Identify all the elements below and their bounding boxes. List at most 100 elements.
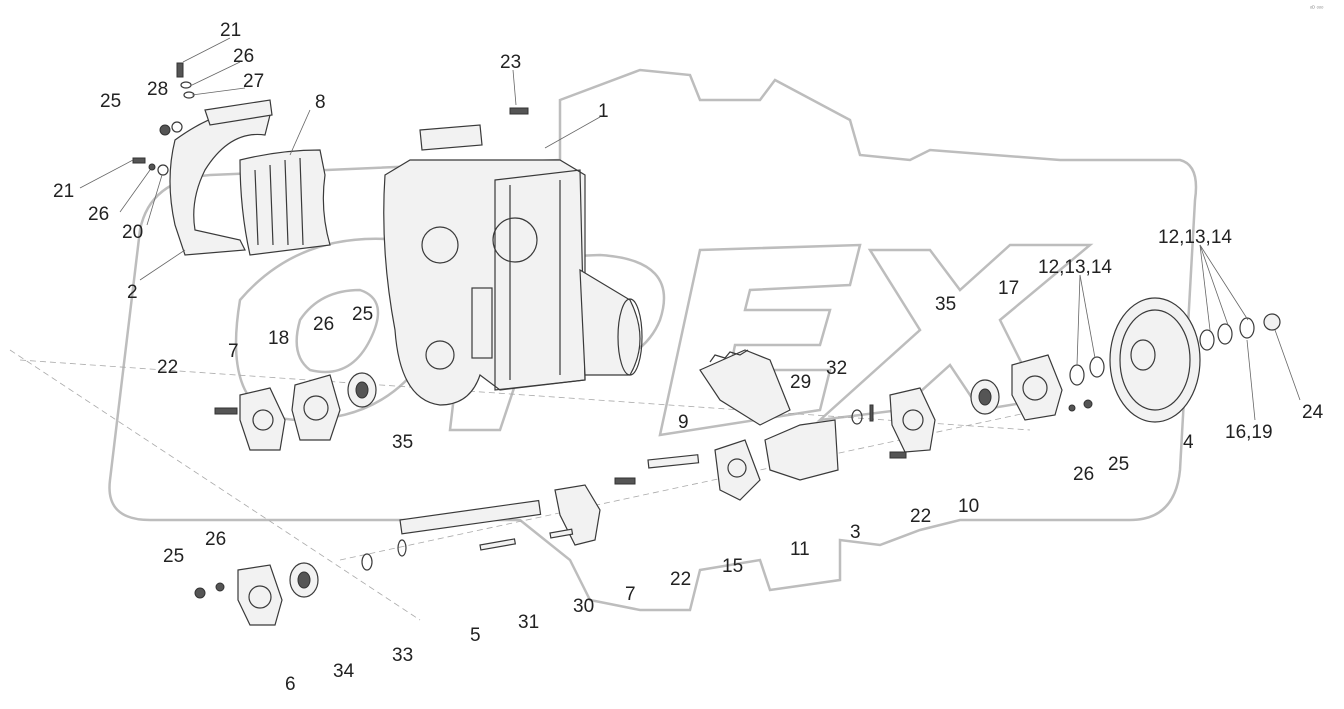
part-bolt-21 [176,62,184,78]
part-shaft-5 [399,499,542,535]
part-bolt-22 [214,407,238,415]
callout-7: 7 [228,341,239,362]
part-bearing-housing-17-hole [1022,375,1048,401]
part-bolt-21 [132,157,146,164]
part-housing-1-hole [421,226,459,264]
watermark-gear [108,68,1198,612]
part-housing-1-plate [471,287,493,359]
callout-7: 7 [625,584,636,605]
part-washer-26 [1068,404,1076,412]
callout-25: 25 [163,546,184,567]
axis-line [9,349,421,621]
part-bolt-22 [889,451,907,459]
part-washer-26 [215,582,225,592]
callout-22: 22 [670,569,691,590]
part-pulley-4-groove [1119,309,1191,411]
callout-1: 1 [598,101,609,122]
callout-26: 26 [1073,464,1094,485]
axis-line [339,409,1041,561]
part-pulley-4-hub [1130,339,1156,371]
part-tube-end [617,298,643,376]
part-flange-7-hole [252,409,274,431]
callout-8: 8 [315,92,326,113]
part-pin-15 [647,454,700,469]
part-ring-33 [361,553,373,571]
callout-10: 10 [958,496,979,517]
part-washer-26 [180,81,192,89]
callout-25: 25 [100,91,121,112]
callout-2: 2 [127,282,138,303]
part-bearing-34-inner [297,571,311,589]
part-spacer-13 [1089,356,1105,378]
part-housing-1 [383,159,586,406]
part-segment-9 [699,349,791,426]
callout-26: 26 [88,204,109,225]
part-flange-7 [554,484,601,546]
callout-32: 32 [826,358,847,379]
part-key-30 [549,528,574,539]
part-housing-1-top [419,124,483,151]
callout-35: 35 [935,294,956,315]
corner-mark: ᵒᴰ ᵒᵒᵒ [1310,5,1324,12]
part-bolt-23 [509,107,529,115]
part-spacer-19 [1217,323,1233,345]
part-spacer-16 [1199,329,1215,351]
callout-35: 35 [392,432,413,453]
part-washer-20 [157,164,169,176]
part-shaft-5-end [397,539,407,557]
part-bearing-35-inner [978,388,992,406]
callout-21: 21 [53,181,74,202]
callout-12-13-14: 12,13,14 [1038,257,1112,278]
part-plate-11 [714,439,761,501]
callout-26: 26 [205,529,226,550]
leader-lines [79,37,1301,421]
part-bearing-housing-17 [1011,354,1063,421]
part-flange-6 [237,564,283,626]
callouts: 1 2 3 4 5 6 7 7 8 9 10 11 12,13,14 12,13… [53,20,1324,695]
part-nut-25 [1083,399,1093,409]
part-nut-25 [194,587,206,599]
callout-26: 26 [313,314,334,335]
part-housing-1-ring [492,217,538,263]
part-flange-10-hole [902,409,924,431]
callout-22: 22 [157,357,178,378]
part-bracket-3 [764,419,839,481]
part-key-31 [479,538,517,551]
callout-16-19: 16,19 [1225,422,1273,443]
callout-29: 29 [790,372,811,393]
part-bearing-housing-18 [291,374,341,441]
callout-34: 34 [333,661,355,682]
part-cover-2-flange [204,99,273,126]
part-segment-9-teeth [709,349,749,363]
callout-25: 25 [1108,454,1129,475]
callout-20: 20 [122,222,143,243]
part-pulley-4 [1109,297,1201,423]
part-bearing-35-inner [355,381,369,399]
callout-30: 30 [573,596,594,617]
part-pin-29 [869,404,874,422]
part-spacer-12 [1069,364,1085,386]
callout-12-13-14: 12,13,14 [1158,227,1232,248]
callout-33: 33 [392,645,413,666]
part-segment-8-lines [254,157,304,246]
part-flange-7 [239,387,286,451]
callout-4: 4 [1183,432,1194,453]
callout-24: 24 [1302,402,1324,423]
callout-25: 25 [352,304,373,325]
callout-6: 6 [285,674,296,695]
part-plate-11-hole [727,458,747,478]
callout-11: 11 [790,539,810,560]
part-tube [579,268,641,376]
part-flange-10 [889,387,936,453]
part-washer-32 [851,409,863,425]
callout-15: 15 [722,556,743,577]
callout-21: 21 [220,20,241,41]
part-housing-1-hole [425,340,455,370]
callout-26: 26 [233,46,254,67]
callout-23: 23 [500,52,521,73]
callout-18: 18 [268,328,289,349]
part-housing-1-side [494,169,586,391]
callout-9: 9 [678,412,689,433]
callout-3: 3 [850,522,861,543]
